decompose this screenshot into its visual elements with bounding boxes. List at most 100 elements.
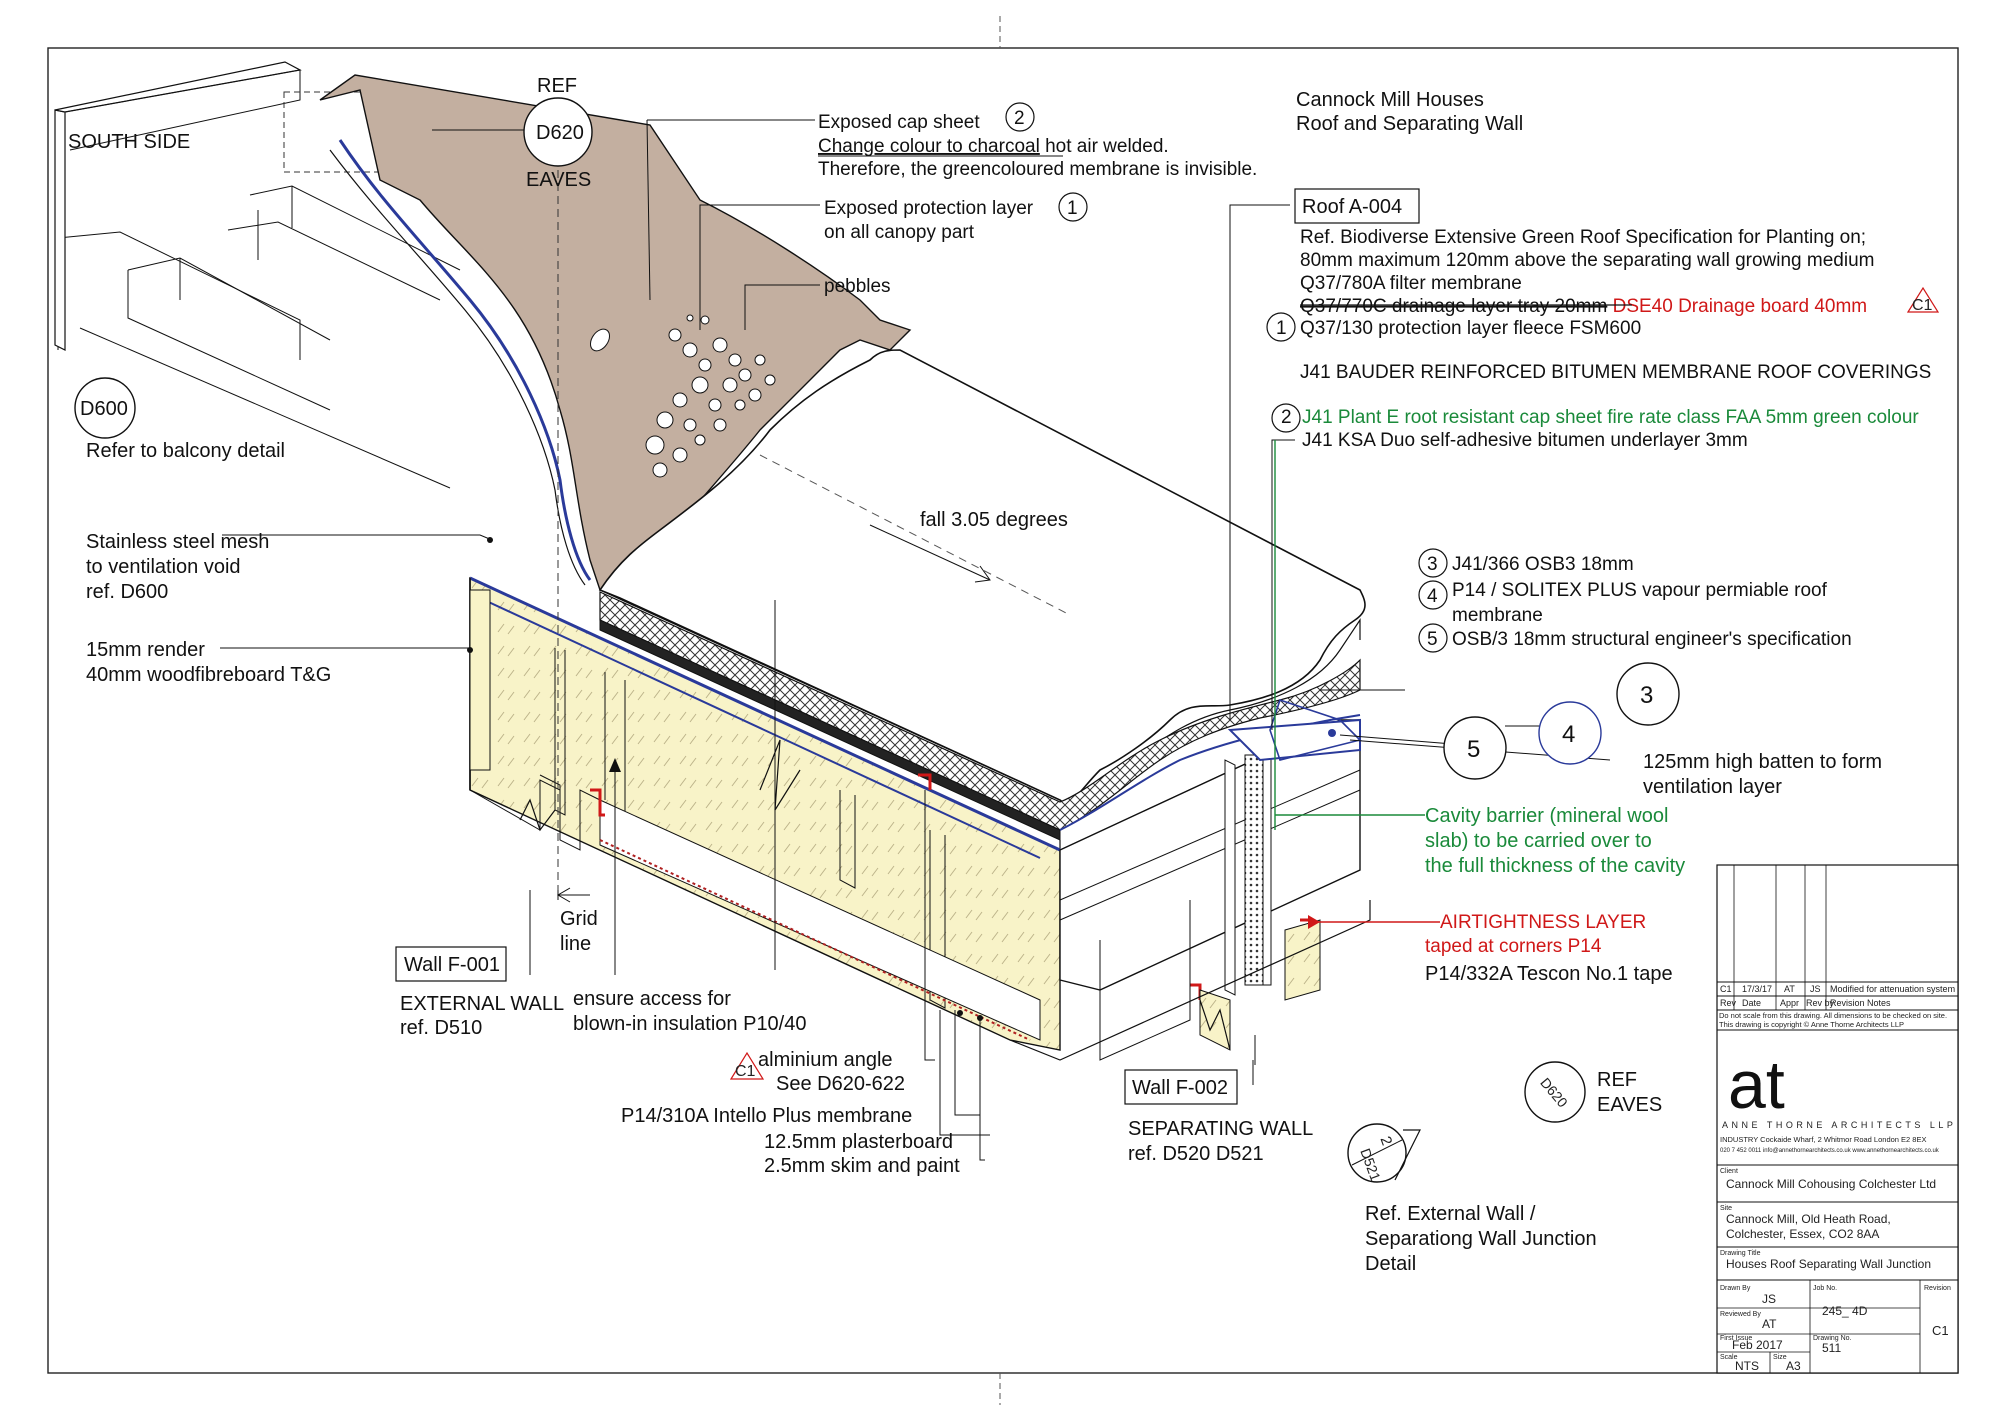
pebbles-group	[589, 314, 776, 478]
spec-line-3: Q37/780A filter membrane	[1300, 273, 1522, 294]
title-block: C1 17/3/17 AT JS Modified for attenuatio…	[1716, 864, 1959, 1374]
angle-c1-mark: C1	[735, 1063, 756, 1080]
access-label-2: blown-in insulation P10/40	[573, 1013, 807, 1035]
airtight-label-1: AIRTIGHTNESS LAYER	[1440, 912, 1646, 933]
eaves-top-label: EAVES	[526, 169, 591, 191]
ref-eaves-label-2: EAVES	[1597, 1094, 1662, 1116]
sheet-border	[47, 47, 1959, 1374]
ext-wall-label-2: ref. D510	[400, 1017, 482, 1039]
scale-value: NTS	[1735, 1359, 1759, 1373]
wall-f001-box	[395, 946, 507, 982]
revision-label: Revision	[1924, 1285, 1951, 1292]
job-no-value: 245_ 4D	[1822, 1304, 1868, 1318]
ref-top-label: REF	[537, 75, 577, 97]
callout-bubbles	[74, 97, 1940, 1183]
wall-f001-text: Wall F-001	[404, 954, 500, 976]
drawing-no-value: 511	[1822, 1341, 1841, 1355]
spec-line-4: Q37/770C drainage layer tray 20mm DSE40 …	[1300, 296, 1867, 317]
cap-sheet-label-3: Therefore, the greencoloured membrane is…	[818, 159, 1257, 180]
layer4-num: 4	[1427, 586, 1438, 607]
client-label: Client	[1720, 1168, 1738, 1175]
eaves-fascia	[54, 109, 66, 351]
junction-label-2: Separationg Wall Junction	[1365, 1228, 1597, 1250]
protection-label-2: on all canopy part	[824, 222, 975, 243]
firm-address: INDUSTRY Cockaide Wharf, 2 Whitmor Road …	[1720, 1135, 1926, 1144]
revision-value: C1	[1932, 1323, 1949, 1338]
cavity-label-3: the full thickness of the cavity	[1425, 855, 1685, 877]
cap-sheet-label-1: Exposed cap sheet	[818, 112, 980, 133]
angle-label-1: alminium angle	[758, 1049, 893, 1071]
render-label-2: 40mm woodfibreboard T&G	[86, 664, 331, 686]
spec-line-7: J41 Plant E root resistant cap sheet fir…	[1302, 407, 1919, 428]
reviewed-label: Reviewed By	[1720, 1311, 1761, 1318]
drawing-no-label: Drawing No.	[1813, 1335, 1852, 1342]
d620-bubble-text: D620	[536, 122, 584, 144]
cavity-label-2: slab) to be carried over to	[1425, 830, 1652, 852]
airtight-label-2: taped at corners P14	[1425, 936, 1602, 957]
job-no-label: Job No.	[1813, 1285, 1837, 1292]
roof-ref-box	[1294, 188, 1420, 224]
junction-label-1: Ref. External Wall /	[1365, 1203, 1536, 1225]
spec-line-2: 80mm maximum 120mm above the separating …	[1300, 250, 1874, 271]
cavity-barrier	[1244, 754, 1264, 986]
spec-line-5: Q37/130 protection layer fleece FSM600	[1300, 318, 1641, 339]
spec-line-6: J41 BAUDER REINFORCED BITUMEN MEMBRANE R…	[1300, 362, 1931, 383]
layer4-label-b: membrane	[1452, 605, 1543, 626]
grid-label-2: line	[560, 933, 591, 955]
spec-num-2: 2	[1281, 407, 1292, 428]
roof-ref-text: Roof A-004	[1302, 196, 1402, 218]
eaves-callout-box	[283, 91, 433, 173]
wall-f002-text: Wall F-002	[1132, 1077, 1228, 1099]
batten-label-2: ventilation layer	[1643, 776, 1782, 798]
cap-sheet-num: 2	[1014, 108, 1025, 129]
rev-cell-appr: AT	[1784, 984, 1795, 994]
site-line-2: Colchester, Essex, CO2 8AA	[1726, 1227, 1879, 1241]
firm-logo: at	[1728, 1047, 1785, 1123]
junction-label-3: Detail	[1365, 1253, 1416, 1275]
layer3-num: 3	[1427, 554, 1438, 575]
bubble-4-text: 4	[1562, 721, 1575, 748]
cap-sheet-label-2: Change colour to charcoal hot air welded…	[818, 136, 1169, 157]
rev-cell-rev: C1	[1720, 984, 1732, 994]
rev-header-rev: Rev	[1720, 998, 1737, 1008]
d600-bubble-text: D600	[80, 398, 128, 420]
scale-note: Do not scale from this drawing. All dime…	[1719, 1011, 1947, 1020]
render-label-1: 15mm render	[86, 639, 205, 661]
site-label: Site	[1720, 1205, 1732, 1212]
rev-header-date: Date	[1742, 998, 1761, 1008]
angle-label-2: See D620-622	[776, 1073, 905, 1095]
spec-line-1: Ref. Biodiverse Extensive Green Roof Spe…	[1300, 227, 1866, 248]
rev-header-revby: Rev by	[1806, 998, 1835, 1008]
date-value: Feb 2017	[1732, 1338, 1783, 1352]
rev-cell-notes: Modified for attenuation system	[1830, 984, 1955, 994]
sep-wall-label-2: ref. D520 D521	[1128, 1143, 1264, 1165]
spec-num-1: 1	[1276, 318, 1287, 339]
mesh-label-2: to ventilation void	[86, 556, 241, 578]
spec-c1-mark: C1	[1912, 297, 1933, 314]
project-title-line1: Cannock Mill Houses	[1296, 89, 1484, 111]
mesh-label-1: Stainless steel mesh	[86, 531, 269, 553]
firm-contact: 020 7 452 0011 info@annethornearchitects…	[1720, 1148, 1940, 1154]
cavity-label-1: Cavity barrier (mineral wool	[1425, 805, 1668, 827]
layer4-label-a: P14 / SOLITEX PLUS vapour permiable roof	[1452, 580, 1828, 601]
skim-label: 2.5mm skim and paint	[764, 1155, 960, 1177]
rev-cell-revby: JS	[1810, 984, 1821, 994]
scale-label: Scale	[1720, 1354, 1738, 1361]
refer-balcony-label: Refer to balcony detail	[86, 440, 285, 462]
intello-label: P14/310A Intello Plus membrane	[621, 1105, 912, 1127]
rev-cell-date: 17/3/17	[1742, 984, 1772, 994]
tescon-label: P14/332A Tescon No.1 tape	[1425, 963, 1673, 985]
sep-wall-label-1: SEPARATING WALL	[1128, 1118, 1313, 1140]
size-value: A3	[1786, 1359, 1801, 1373]
drawn-by-value: JS	[1762, 1292, 1776, 1306]
reviewed-value: AT	[1762, 1317, 1777, 1331]
revision-triangle-spec	[1906, 286, 1940, 313]
drawing-title-label: Drawing Title	[1720, 1250, 1761, 1257]
drawing-title-value: Houses Roof Separating Wall Junction	[1726, 1257, 1931, 1271]
layer5-label: OSB/3 18mm structural engineer's specifi…	[1452, 629, 1852, 650]
south-side-label: SOUTH SIDE	[68, 131, 190, 153]
ref-eaves-label-1: REF	[1597, 1069, 1637, 1091]
bubble-3-text: 3	[1640, 682, 1653, 709]
date-label: First Issue	[1720, 1335, 1752, 1342]
